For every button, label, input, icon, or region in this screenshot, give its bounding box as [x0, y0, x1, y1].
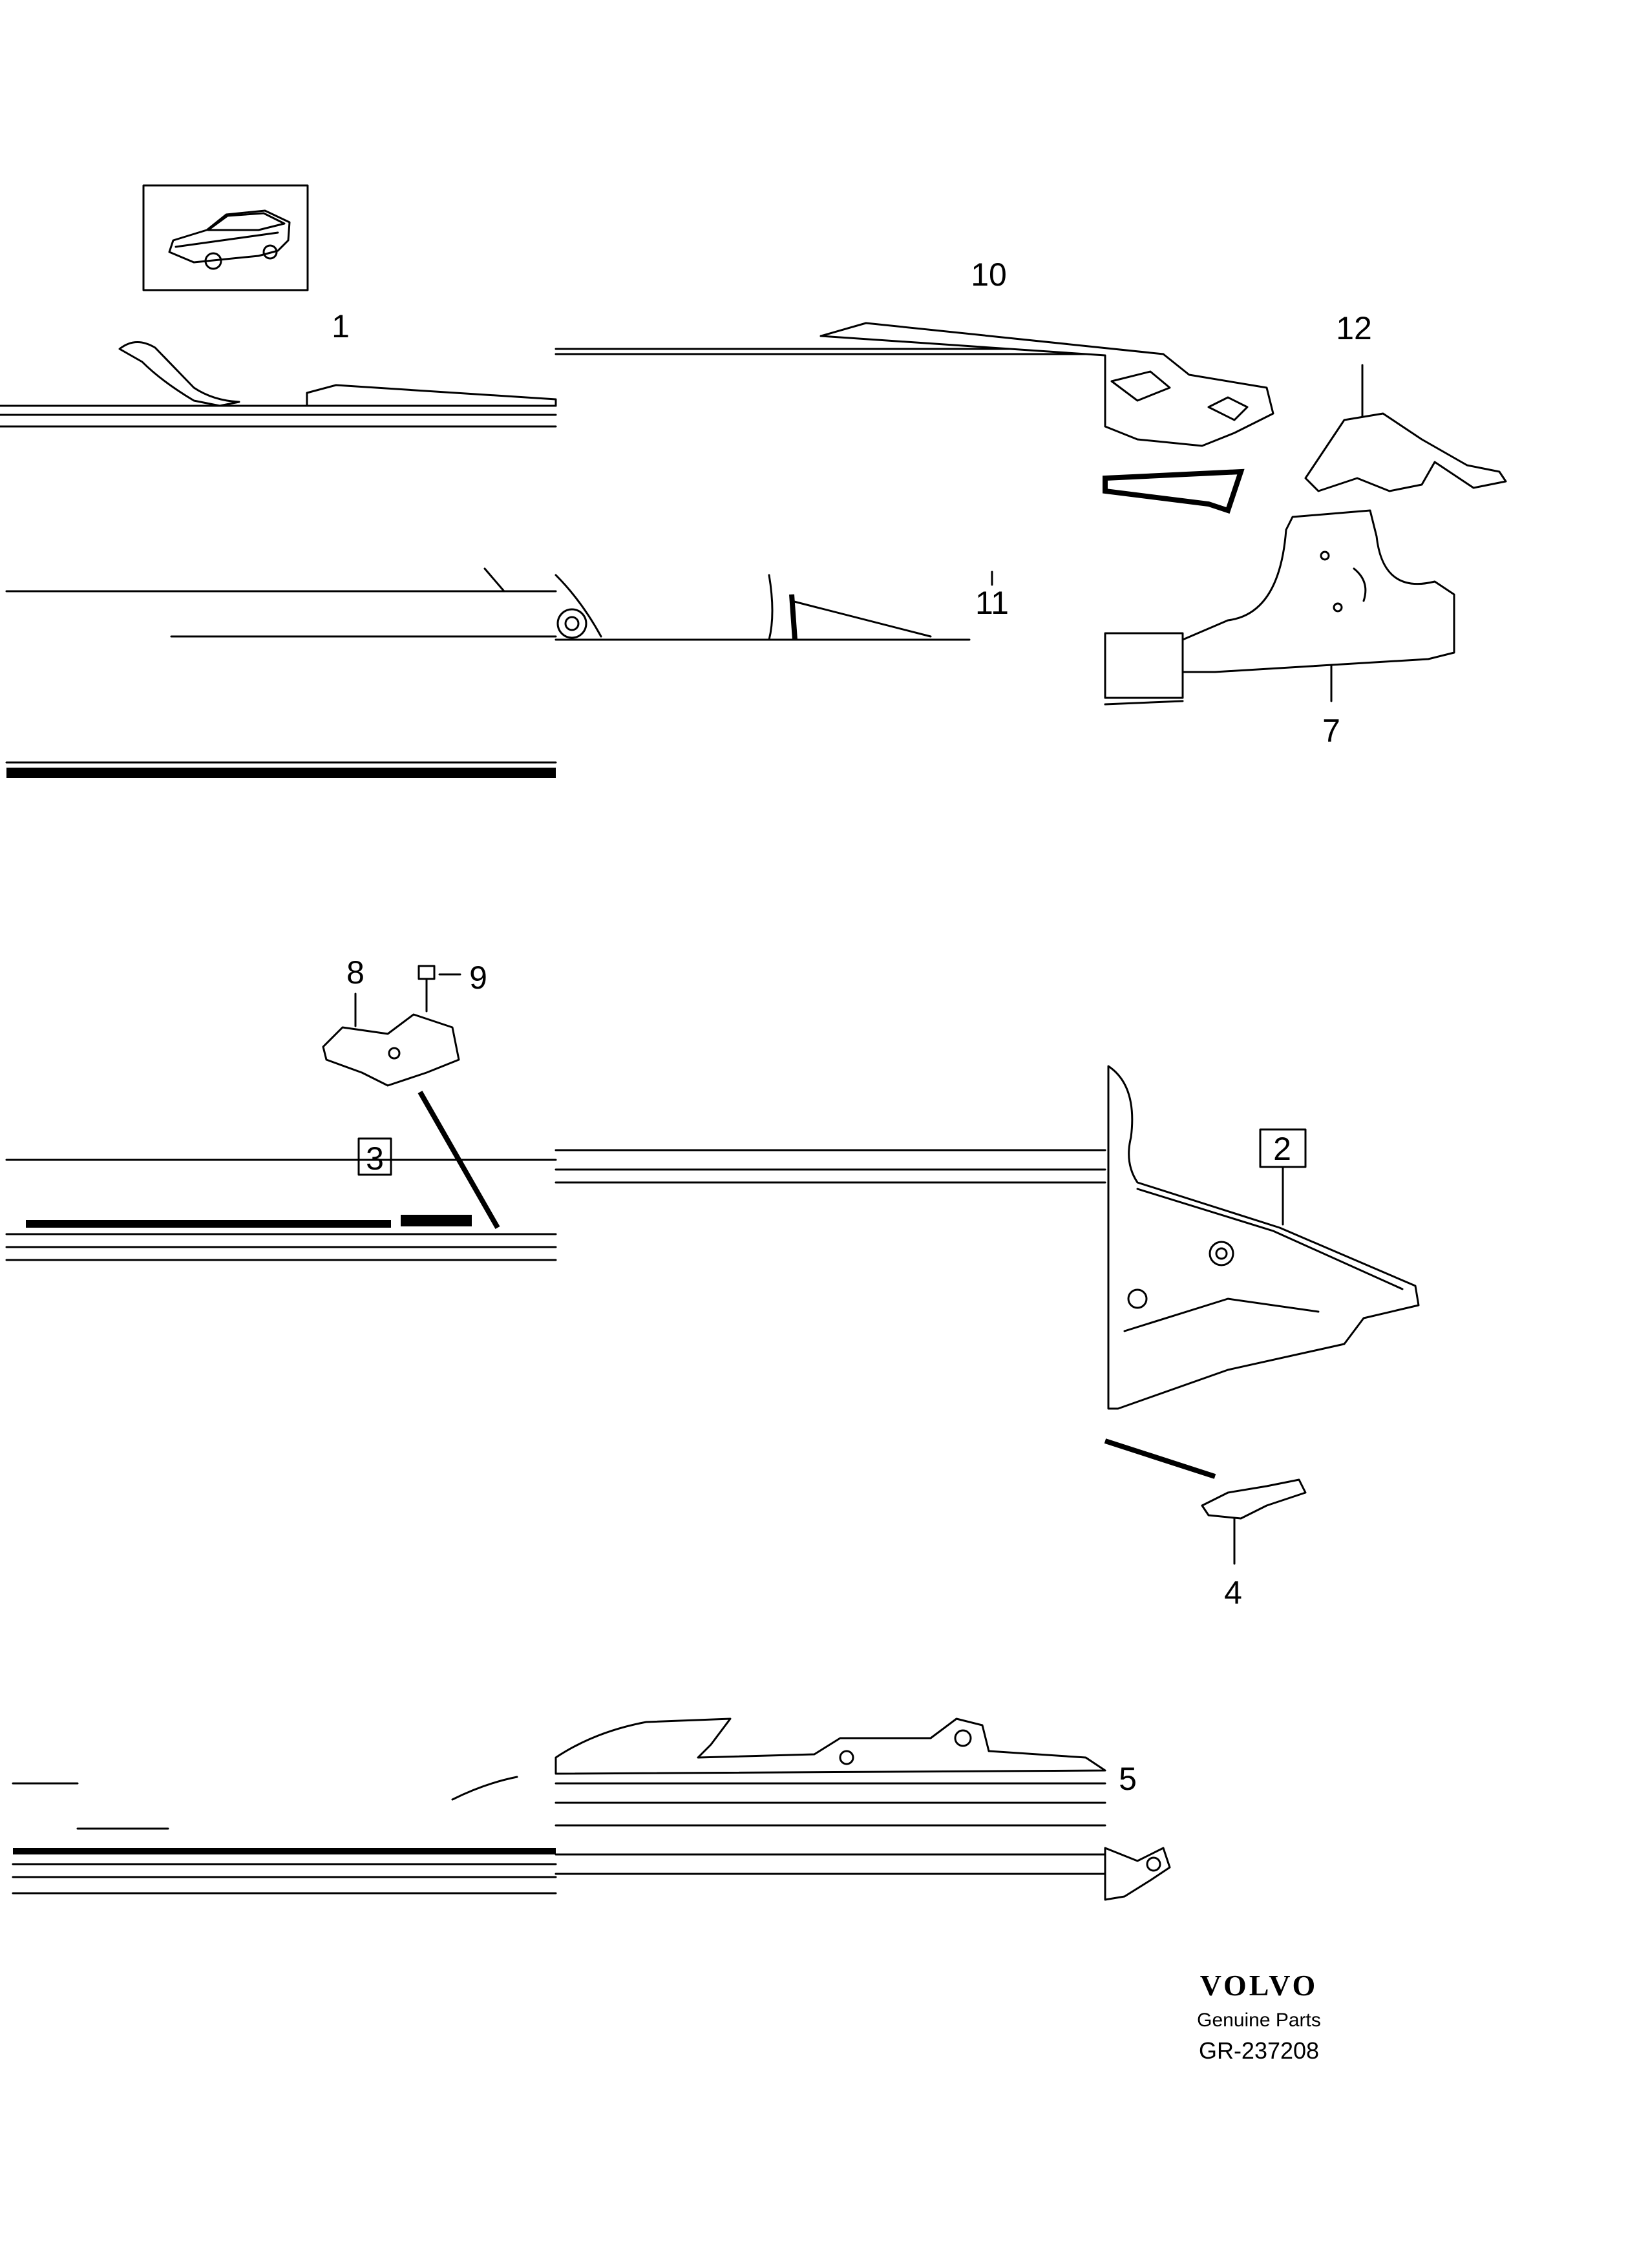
- car-thumbnail: [142, 184, 309, 291]
- volvo-logo: VOLVO: [1200, 1969, 1318, 2002]
- callout-5: 5: [1119, 1761, 1137, 1797]
- genuine-parts-label: Genuine Parts: [1197, 2010, 1321, 2031]
- part-1-rail: [0, 341, 557, 428]
- callout-10: 10: [971, 257, 1007, 293]
- callout-12: 12: [1336, 310, 1372, 346]
- diagram-reference: GR-237208: [1199, 2037, 1319, 2064]
- callout-3: 3: [366, 1140, 384, 1177]
- part-2-floor-panel: [1104, 1065, 1420, 1479]
- callout-8: 8: [346, 954, 364, 991]
- part-5-lower-member: [12, 1717, 1171, 1901]
- callout-1: 1: [332, 308, 350, 344]
- callout-11: 11: [975, 585, 1009, 621]
- part-3-strip: [5, 1137, 1106, 1261]
- callout-9: 9: [469, 960, 487, 996]
- callout-2: 2: [1273, 1131, 1291, 1167]
- part-7-crossmember: [1104, 509, 1455, 706]
- part-8-9-bracket-bolt: [322, 965, 500, 1229]
- part-4-clip: [1201, 1478, 1307, 1565]
- part-12-bracket: [1304, 364, 1507, 492]
- callout-4: 4: [1224, 1575, 1242, 1611]
- part-11-panel: [5, 468, 1245, 778]
- callout-7: 7: [1322, 713, 1340, 749]
- part-10-sill: [555, 322, 1274, 447]
